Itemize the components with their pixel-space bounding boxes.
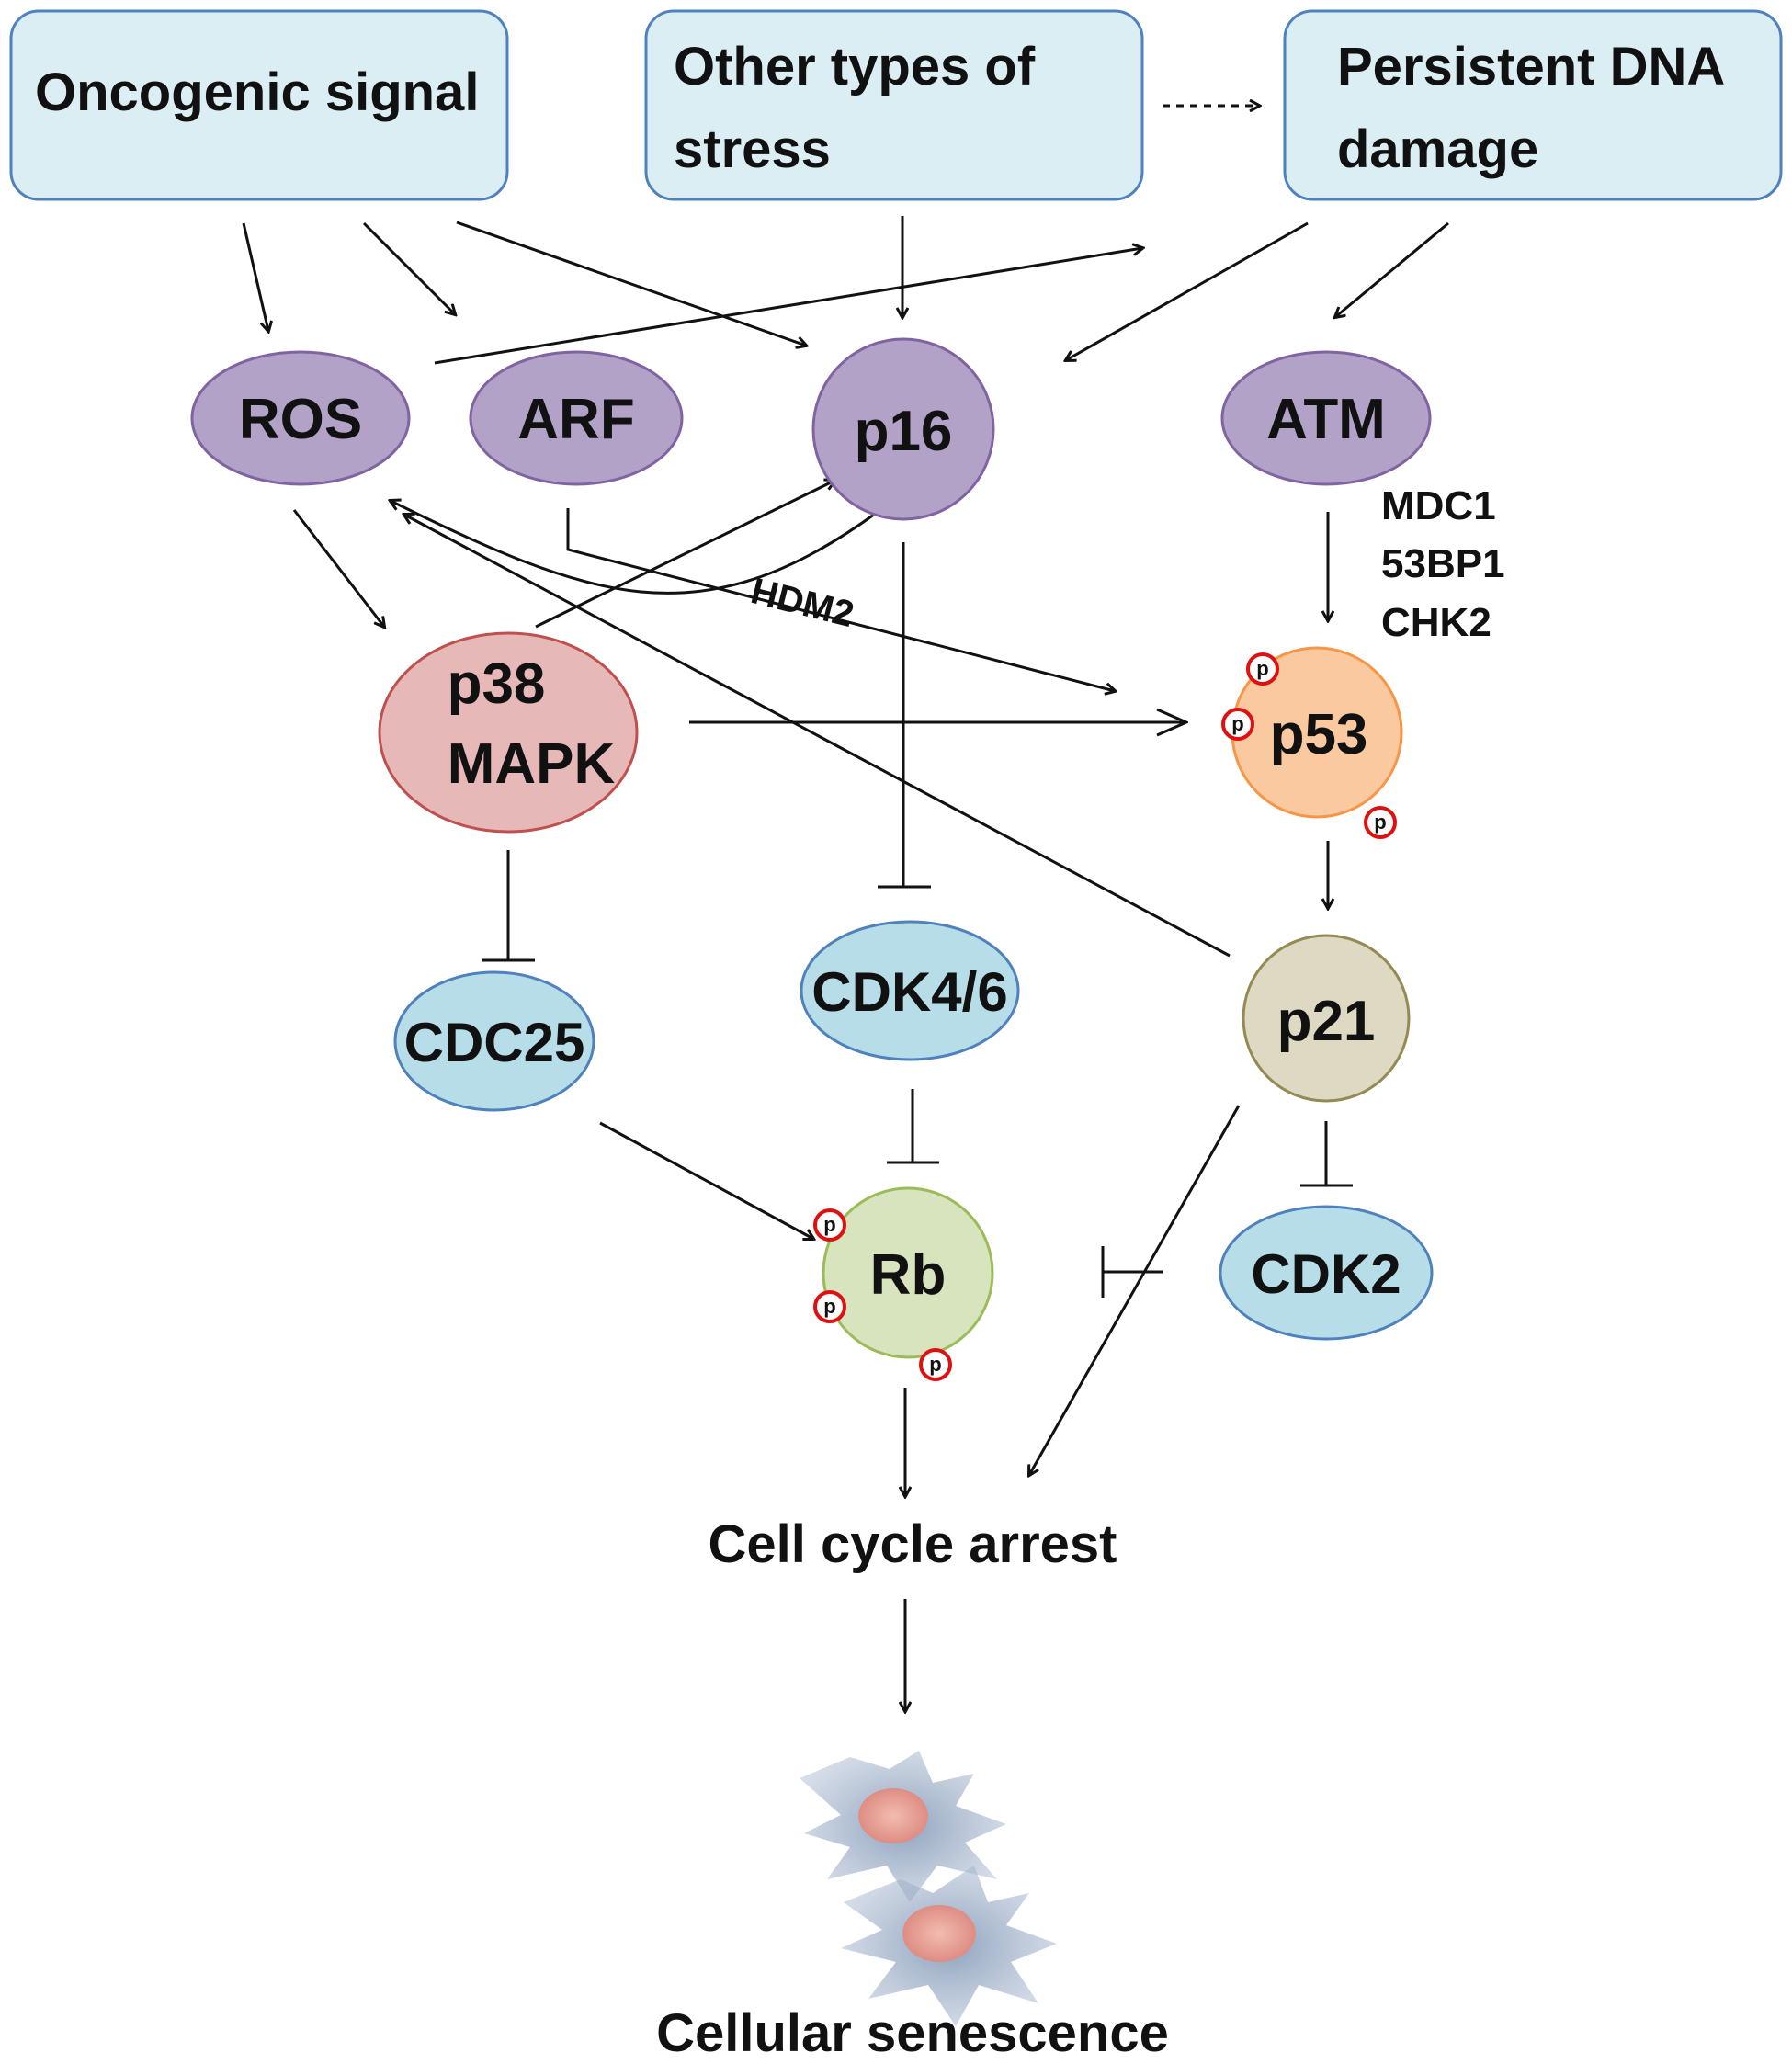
rb-label: Rb xyxy=(870,1243,947,1307)
atm-label: ATM xyxy=(1266,388,1386,451)
p38-label: p38 xyxy=(448,652,546,716)
other-stress-box: Other types of stress xyxy=(644,9,1144,201)
p21-label: p21 xyxy=(1277,990,1376,1053)
svg-text:p: p xyxy=(929,1353,941,1376)
cellular-senescence-label: Cellular senescence xyxy=(656,2003,1169,2063)
cdk46-label: CDK4/6 xyxy=(811,961,1007,1023)
rb-phospho-site-3: p xyxy=(919,1348,952,1381)
edge-dna-to-atm xyxy=(1335,221,1449,317)
arf-label: ARF xyxy=(517,388,634,451)
oncogenic-signal-box: Oncogenic signal xyxy=(9,9,509,201)
edge-cdc25-to-rb xyxy=(599,1121,813,1239)
edge-p21-to-ros xyxy=(404,515,1231,958)
edge-oncogenic-to-p16 xyxy=(456,221,806,346)
other-stress-label-line1: Other types of xyxy=(674,37,1036,96)
edge-oncogenic-to-ros xyxy=(242,222,268,331)
p53-phospho-site-3: p xyxy=(1364,806,1397,839)
svg-text:p: p xyxy=(1231,712,1243,735)
dna-damage-label-line2: damage xyxy=(1337,119,1538,179)
rb-phospho-site-2: p xyxy=(813,1290,846,1323)
oncogenic-signal-label: Oncogenic signal xyxy=(35,62,479,122)
rb-phospho-site-1: p xyxy=(813,1208,846,1242)
edge-arf-to-p53 xyxy=(566,508,1115,691)
dna-damage-box: Persistent DNA damage xyxy=(1283,9,1783,201)
svg-text:p: p xyxy=(823,1213,835,1236)
node-cdc25: CDC25 xyxy=(393,970,595,1112)
mdc1-label: MDC1 xyxy=(1381,483,1496,528)
node-p16: p16 xyxy=(811,337,995,521)
ros-label: ROS xyxy=(239,388,362,451)
other-stress-label-line2: stress xyxy=(674,119,831,179)
cdc25-label: CDC25 xyxy=(404,1012,585,1073)
edge-dna-to-p16 xyxy=(1066,221,1309,360)
node-atm: ATM xyxy=(1220,350,1432,486)
senescent-cell-icon xyxy=(800,1751,1057,2026)
p53-label: p53 xyxy=(1270,703,1368,766)
p53-phospho-site-1: p xyxy=(1246,652,1279,686)
node-ros: ROS xyxy=(190,350,411,486)
node-p38-mapk: p38 MAPK xyxy=(378,631,639,834)
edge-ros-to-p38 xyxy=(292,509,384,627)
edges xyxy=(242,106,1449,1711)
node-cdk2: CDK2 xyxy=(1219,1205,1434,1341)
node-rb: Rb p p p xyxy=(813,1186,994,1381)
svg-text:p: p xyxy=(823,1295,835,1318)
node-p53: p53 p p p xyxy=(1221,646,1403,839)
edge-oncogenic-to-arf xyxy=(362,221,455,314)
node-cdk46: CDK4/6 xyxy=(800,920,1020,1061)
edge-p38-to-p16 xyxy=(535,481,834,629)
svg-text:p: p xyxy=(1374,811,1386,834)
dna-damage-label-line1: Persistent DNA xyxy=(1337,37,1725,96)
chk2-label: CHK2 xyxy=(1381,600,1491,645)
hdm2-label: HDM2 xyxy=(747,571,858,635)
edge-p21-to-arrest xyxy=(1029,1105,1241,1475)
atm-mediators: MDC1 53BP1 CHK2 xyxy=(1381,483,1505,645)
node-p21: p21 xyxy=(1242,934,1411,1103)
mapk-label: MAPK xyxy=(448,732,616,796)
edge-p16-to-ros xyxy=(391,501,879,595)
cell-cycle-arrest-label: Cell cycle arrest xyxy=(709,1514,1117,1574)
cdk2-label: CDK2 xyxy=(1251,1243,1401,1305)
edge-ros-to-dna-damage xyxy=(434,248,1142,365)
svg-text:p: p xyxy=(1256,657,1268,680)
p53-phospho-site-2: p xyxy=(1221,708,1254,741)
53bp1-label: 53BP1 xyxy=(1381,541,1505,586)
node-arf: ARF xyxy=(469,350,684,486)
p16-label: p16 xyxy=(855,400,953,463)
